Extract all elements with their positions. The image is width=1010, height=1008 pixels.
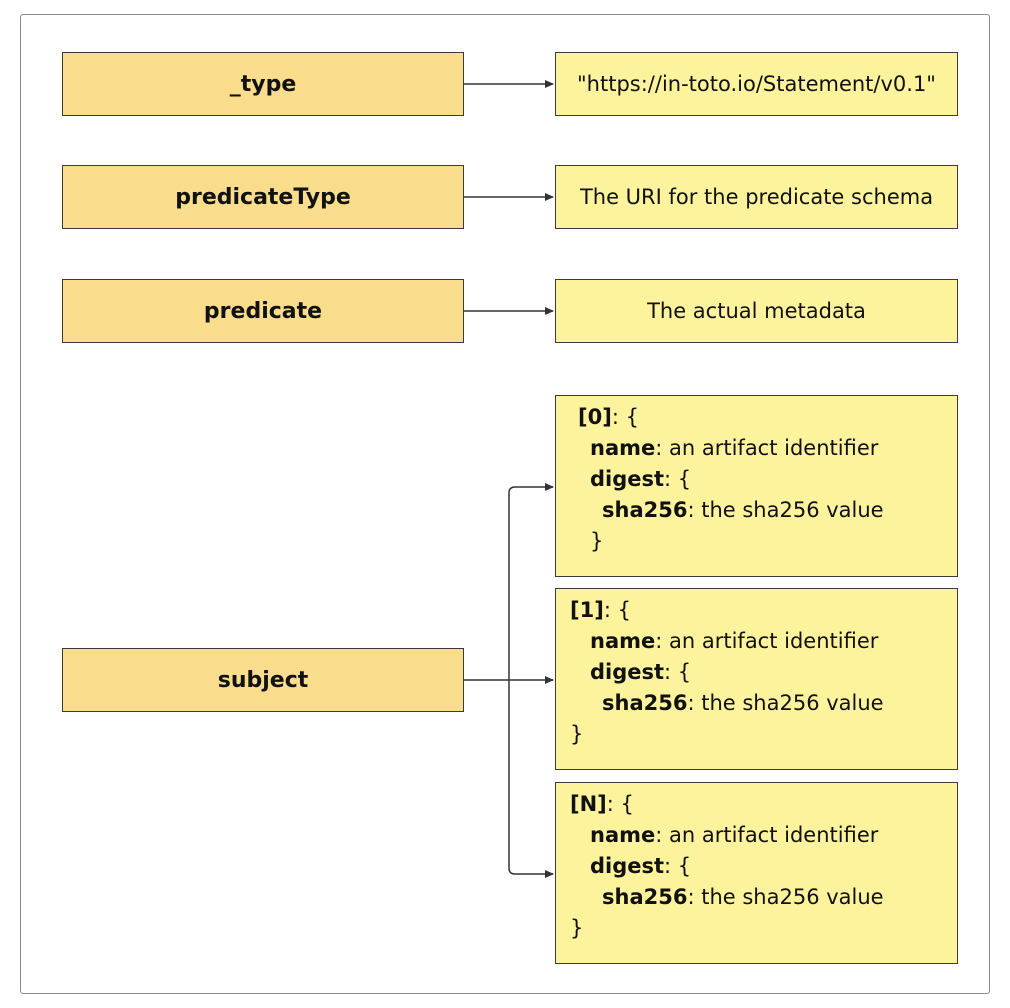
subject-item-0-digest-line: digest: { bbox=[590, 467, 692, 491]
subject-item-0-name-line: name: an artifact identifier bbox=[590, 436, 879, 460]
predicate-type-value-box: The URI for the predicate schema bbox=[555, 165, 958, 229]
subject-item-0-sha-line: sha256: the sha256 value bbox=[602, 498, 884, 522]
subject-item-0-close-line: } bbox=[590, 529, 604, 553]
type-key-box: _type bbox=[62, 52, 464, 116]
predicate-type-key-box: predicateType bbox=[62, 165, 464, 229]
predicate-type-key-label: predicateType bbox=[175, 184, 351, 210]
predicate-value-text: The actual metadata bbox=[647, 299, 866, 323]
predicate-key-label: predicate bbox=[203, 298, 323, 324]
predicate-key-box: predicate bbox=[62, 279, 464, 343]
type-key-label: _type bbox=[229, 71, 297, 97]
diagram-frame bbox=[20, 14, 990, 994]
subject-item-1-digest-line: digest: { bbox=[590, 660, 692, 684]
subject-item-1-open-line: [1]: { bbox=[570, 598, 631, 622]
subject-item-n-digest-line: digest: { bbox=[590, 854, 692, 878]
subject-item-0-open-line: [0]: { bbox=[578, 405, 639, 429]
subject-key-label: subject bbox=[217, 667, 309, 693]
subject-item-n-close-line: } bbox=[570, 916, 584, 940]
type-value-text: "https://in-toto.io/Statement/v0.1" bbox=[577, 72, 936, 96]
predicate-value-box: The actual metadata bbox=[555, 279, 958, 343]
subject-item-1-sha-line: sha256: the sha256 value bbox=[602, 691, 884, 715]
subject-item-1: [1]: { name: an artifact identifier dige… bbox=[555, 588, 958, 770]
subject-item-n-sha-line: sha256: the sha256 value bbox=[602, 885, 884, 909]
predicate-type-value-text: The URI for the predicate schema bbox=[579, 185, 934, 209]
subject-item-n: [N]: { name: an artifact identifier dige… bbox=[555, 782, 958, 964]
subject-item-0: [0]: { name: an artifact identifier dige… bbox=[555, 395, 958, 577]
subject-item-n-name-line: name: an artifact identifier bbox=[590, 823, 879, 847]
subject-branch-lines bbox=[464, 486, 553, 875]
type-value-box: "https://in-toto.io/Statement/v0.1" bbox=[555, 52, 958, 116]
subject-key-box: subject bbox=[62, 648, 464, 712]
subject-item-1-close-line: } bbox=[570, 722, 584, 746]
subject-item-1-name-line: name: an artifact identifier bbox=[590, 629, 879, 653]
subject-item-n-open-line: [N]: { bbox=[570, 792, 634, 816]
